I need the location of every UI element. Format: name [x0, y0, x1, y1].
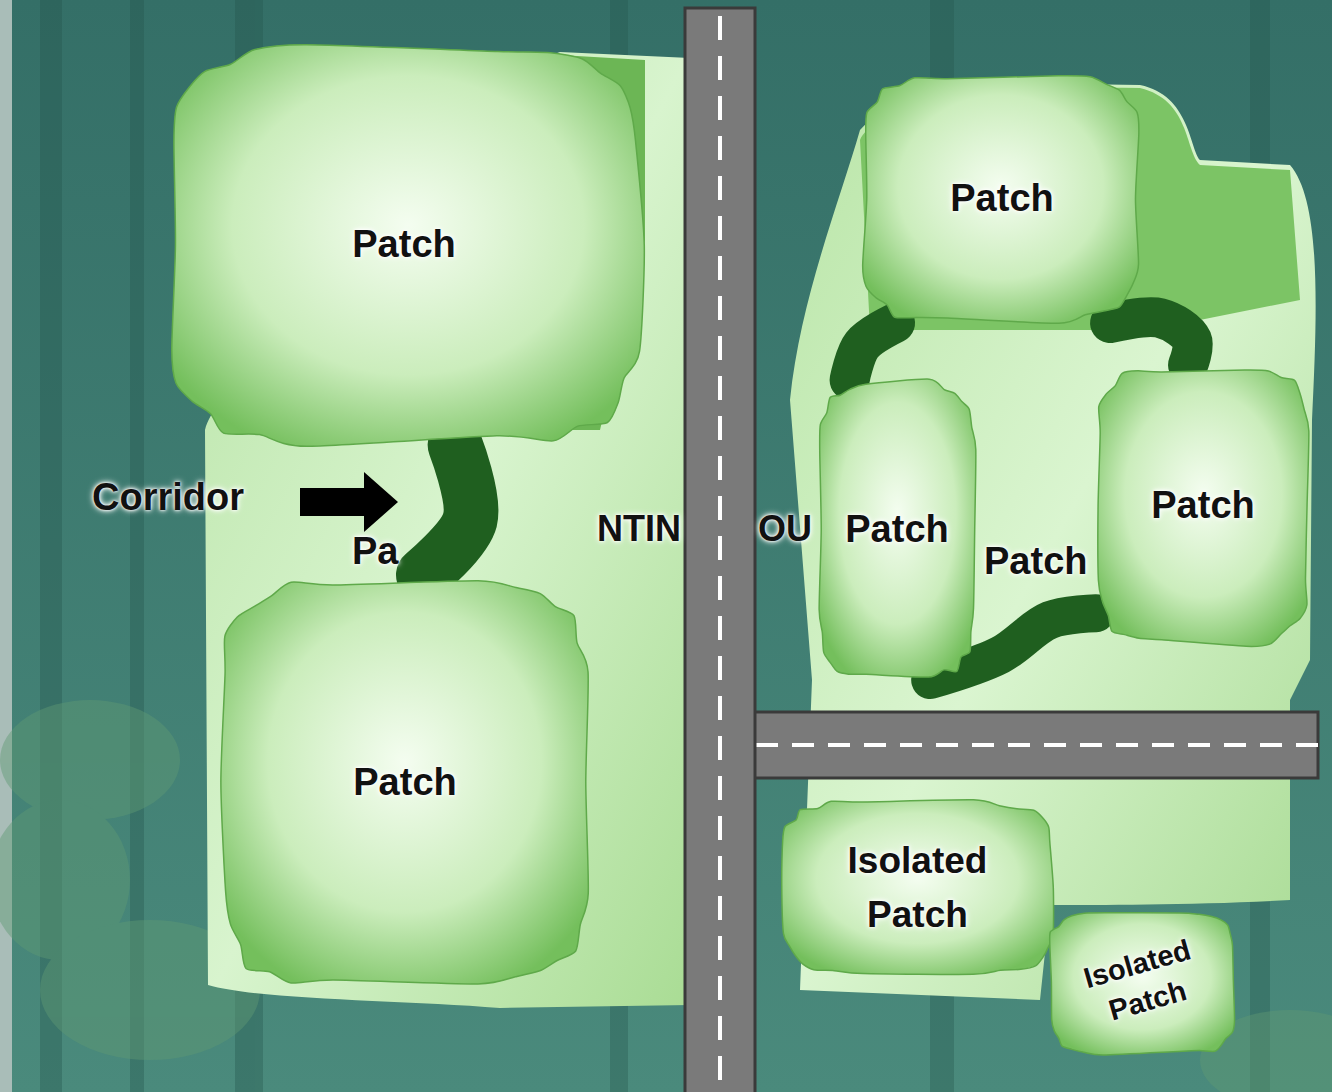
patch-fill — [1098, 370, 1309, 646]
habitat-patch: Patch — [220, 575, 590, 990]
habitat-corridor — [1110, 317, 1193, 365]
label-text: Patch — [984, 540, 1087, 582]
pointer-arrow — [300, 472, 398, 532]
habitat-patch: Patch — [862, 75, 1142, 323]
patch-label: Isolated Patch — [796, 834, 1039, 941]
map-label: Patch — [984, 540, 1087, 584]
patch-fill — [221, 581, 588, 984]
patch-label: Patch — [1151, 483, 1254, 529]
map-label: NTIN — [597, 508, 681, 549]
patch-shape — [780, 800, 1055, 975]
habitat-patch: Patch — [1096, 365, 1310, 647]
habitat-patch: Isolated Patch — [780, 800, 1055, 975]
patch-label: Patch — [353, 760, 456, 806]
patch-label: Patch — [352, 222, 455, 268]
habitat-corridor — [424, 445, 471, 575]
habitat-patch: Patch — [165, 45, 643, 445]
habitat-patch: Isolated Patch — [1047, 910, 1237, 1055]
patch-fill — [863, 76, 1139, 324]
patch-label: Patch — [950, 176, 1053, 222]
label-text: OU — [758, 508, 812, 549]
patch-fill — [172, 45, 645, 446]
label-text: Pa — [352, 530, 398, 572]
patch-fill — [1050, 913, 1235, 1055]
patch-fill — [819, 379, 976, 677]
map-label: Pa — [352, 530, 398, 574]
label-text: Corridor — [92, 476, 244, 518]
road — [685, 8, 1318, 1092]
label-text: NTIN — [597, 508, 681, 549]
patch-fill — [782, 800, 1054, 975]
patch-label: Patch — [845, 507, 948, 553]
habitat-patch: Patch — [818, 380, 976, 680]
map-label: Corridor — [92, 476, 244, 520]
map-label: OU — [758, 508, 812, 549]
habitat-corridor — [850, 323, 895, 380]
tree-trunks — [40, 0, 1270, 1092]
